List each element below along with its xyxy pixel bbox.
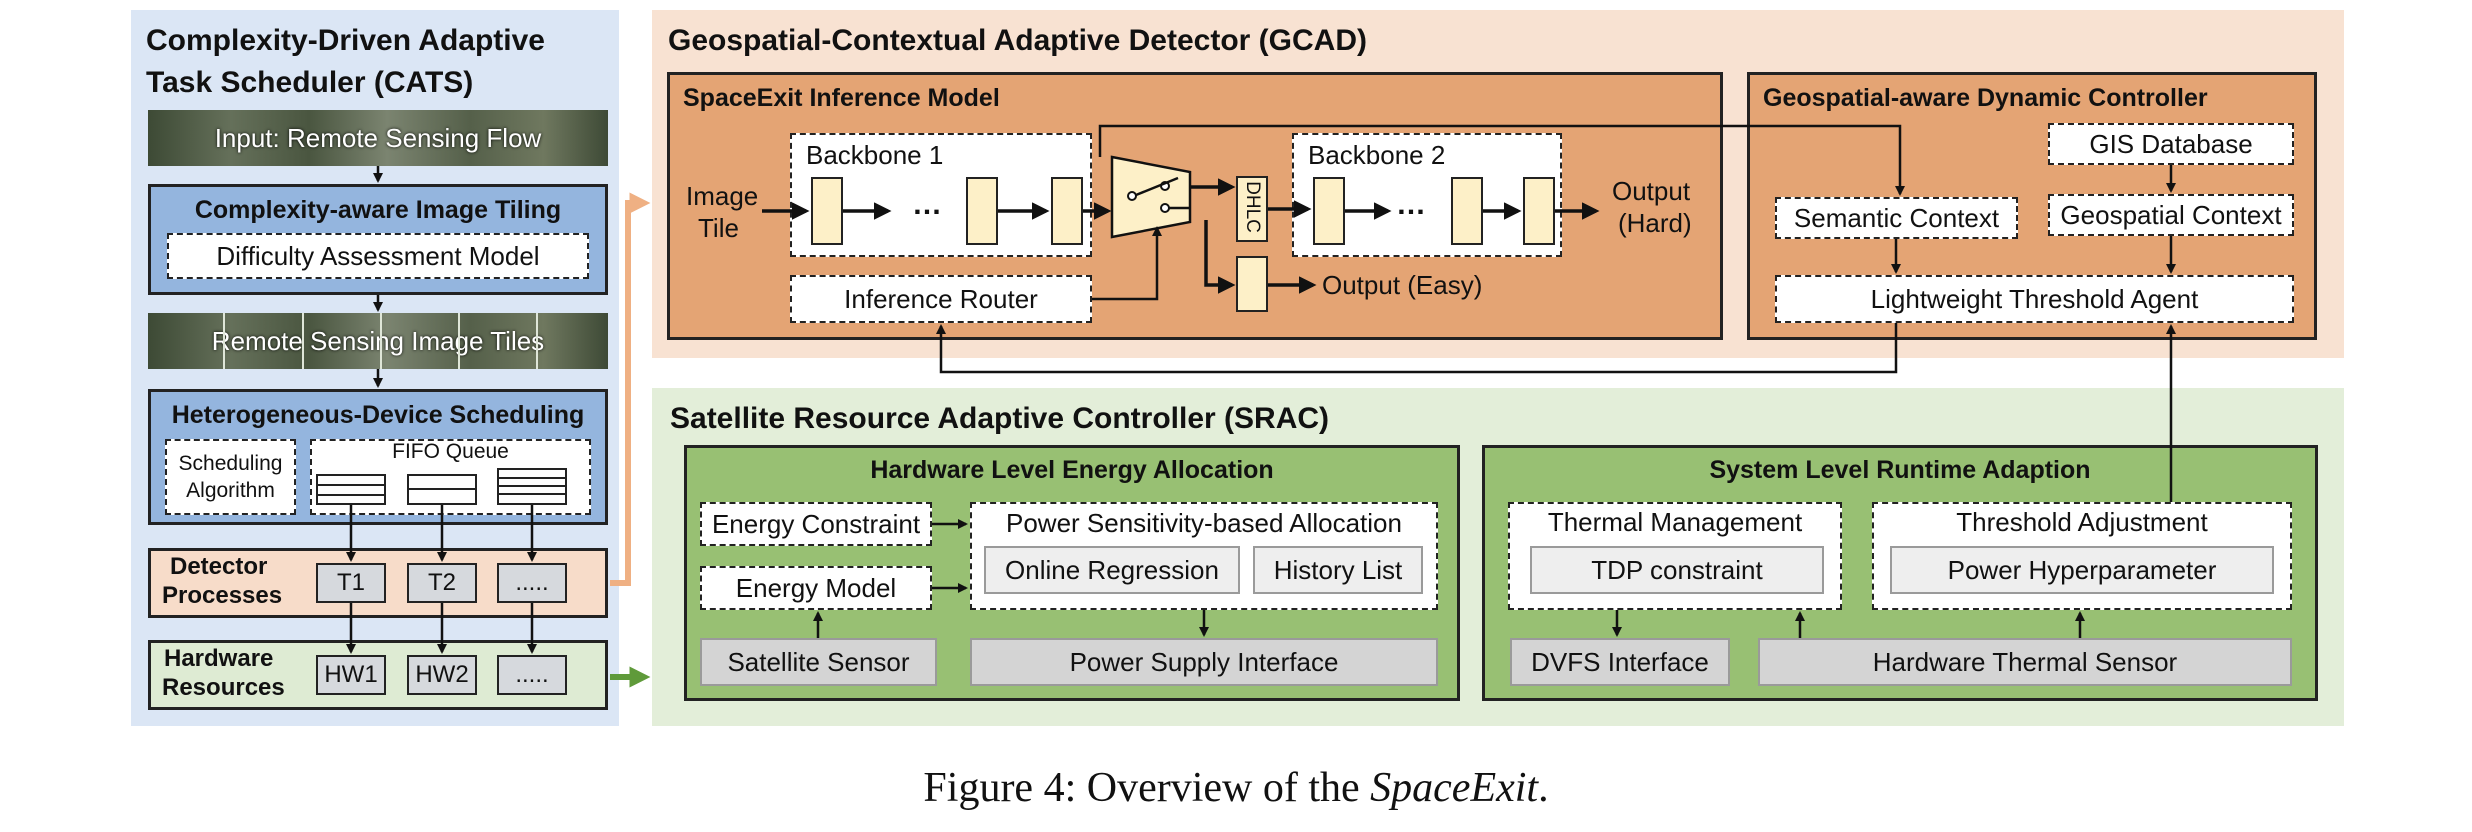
controller-title: Geospatial-aware Dynamic Controller xyxy=(1763,84,2208,112)
image-tile-line1: Image xyxy=(686,181,759,211)
exit-switch-icon xyxy=(1110,155,1192,239)
easy-exit-head xyxy=(1236,256,1268,312)
cats-title-line1: Complexity-Driven Adaptive xyxy=(146,24,545,57)
lightweight-threshold-agent: Lightweight Threshold Agent xyxy=(1775,275,2294,323)
sched-algo-line2: Algorithm xyxy=(186,479,275,502)
arrow-output-to-semantic xyxy=(1098,124,1905,196)
fifo-label: FIFO Queue xyxy=(392,440,509,463)
queue-stack xyxy=(407,474,477,505)
tile-divider xyxy=(458,313,460,369)
scheduling-algorithm: Scheduling Algorithm xyxy=(165,439,296,515)
detector-label-line2: Processes xyxy=(162,582,283,609)
hw-energy-title: Hardware Level Energy Allocation xyxy=(870,456,1274,484)
energy-model: Energy Model xyxy=(700,566,932,610)
backbone-1-label: Backbone 1 xyxy=(806,140,944,170)
inference-title: SpaceExit Inference Model xyxy=(683,84,1000,112)
tile-divider xyxy=(536,313,538,369)
queue-stack xyxy=(316,474,386,505)
inference-router: Inference Router xyxy=(790,275,1092,323)
tdp-constraint: TDP constraint xyxy=(1530,546,1824,594)
tile-divider xyxy=(223,313,225,369)
queue-stack xyxy=(497,468,567,505)
detector-label-line1: Detector xyxy=(170,553,268,580)
arrow-router-to-switch xyxy=(1092,226,1162,301)
srac-title: Satellite Resource Adaptive Controller (… xyxy=(670,402,1330,435)
task-t2: T2 xyxy=(407,563,477,603)
online-regression: Online Regression xyxy=(984,546,1240,594)
history-list: History List xyxy=(1253,546,1423,594)
power-hyperparameter: Power Hyperparameter xyxy=(1890,546,2274,594)
arrow-switch-to-easy xyxy=(1204,220,1236,294)
tile-divider xyxy=(302,313,304,369)
difficulty-assessment-model: Difficulty Assessment Model xyxy=(167,233,589,279)
backbone-2-layer xyxy=(1313,177,1345,245)
dhlc-block xyxy=(1236,176,1268,242)
hardware-label-line1: Hardware xyxy=(164,645,274,672)
gis-database: GIS Database xyxy=(2048,123,2294,165)
gcad-title: Geospatial-Contextual Adaptive Detector … xyxy=(668,24,1367,57)
image-tile-line2: Tile xyxy=(698,213,739,243)
power-alloc-title: Power Sensitivity-based Allocation xyxy=(1006,508,1402,538)
tile-divider xyxy=(380,313,382,369)
dvfs-interface: DVFS Interface xyxy=(1510,638,1730,686)
backbone-2-label: Backbone 2 xyxy=(1308,140,1446,170)
backbone-2-layer xyxy=(1451,177,1483,245)
threshold-adjust-label: Threshold Adjustment xyxy=(1956,507,2208,537)
hw-2: HW2 xyxy=(407,655,477,695)
thermal-mgmt-label: Thermal Management xyxy=(1547,507,1803,537)
runtime-title: System Level Runtime Adaption xyxy=(1709,456,2091,484)
tiling-title: Complexity-aware Image Tiling xyxy=(194,196,562,224)
hardware-thermal-sensor: Hardware Thermal Sensor xyxy=(1758,638,2292,686)
figure-caption: Figure 4: Overview of the SpaceExit. xyxy=(0,764,2472,812)
power-supply-interface: Power Supply Interface xyxy=(970,638,1438,686)
backbone-1-layer xyxy=(811,177,843,245)
caption-name: SpaceExit xyxy=(1370,765,1539,811)
backbone-2-ellipsis: … xyxy=(1396,188,1426,221)
backbone-1-layer xyxy=(1051,177,1083,245)
input-remote-sensing-band: Input: Remote Sensing Flow xyxy=(148,110,608,166)
arrow-agent-to-router xyxy=(936,323,1898,374)
arrow-detector-to-gcad xyxy=(610,192,651,586)
backbone-1-layer xyxy=(966,177,998,245)
task-more: ..... xyxy=(497,563,567,603)
hw-1: HW1 xyxy=(316,655,386,695)
hetero-title: Heterogeneous-Device Scheduling xyxy=(171,401,585,429)
cats-title-line2: Task Scheduler (CATS) xyxy=(146,66,474,99)
energy-constraint: Energy Constraint xyxy=(700,502,932,546)
output-hard-line2: (Hard) xyxy=(1618,208,1692,238)
sched-algo-line1: Scheduling xyxy=(178,452,283,475)
geospatial-context: Geospatial Context xyxy=(2048,194,2294,236)
caption-suffix: . xyxy=(1538,765,1549,811)
output-easy: Output (Easy) xyxy=(1322,270,1483,300)
backbone-2-layer xyxy=(1523,177,1555,245)
hardware-label-line2: Resources xyxy=(162,674,285,701)
caption-prefix: Figure 4: Overview of the xyxy=(923,765,1371,811)
semantic-context: Semantic Context xyxy=(1775,197,2018,239)
hw-more: ..... xyxy=(497,655,567,695)
task-t1: T1 xyxy=(316,563,386,603)
output-hard-line1: Output xyxy=(1612,176,1691,206)
backbone-1-ellipsis: … xyxy=(912,188,942,221)
satellite-sensor: Satellite Sensor xyxy=(700,638,937,686)
